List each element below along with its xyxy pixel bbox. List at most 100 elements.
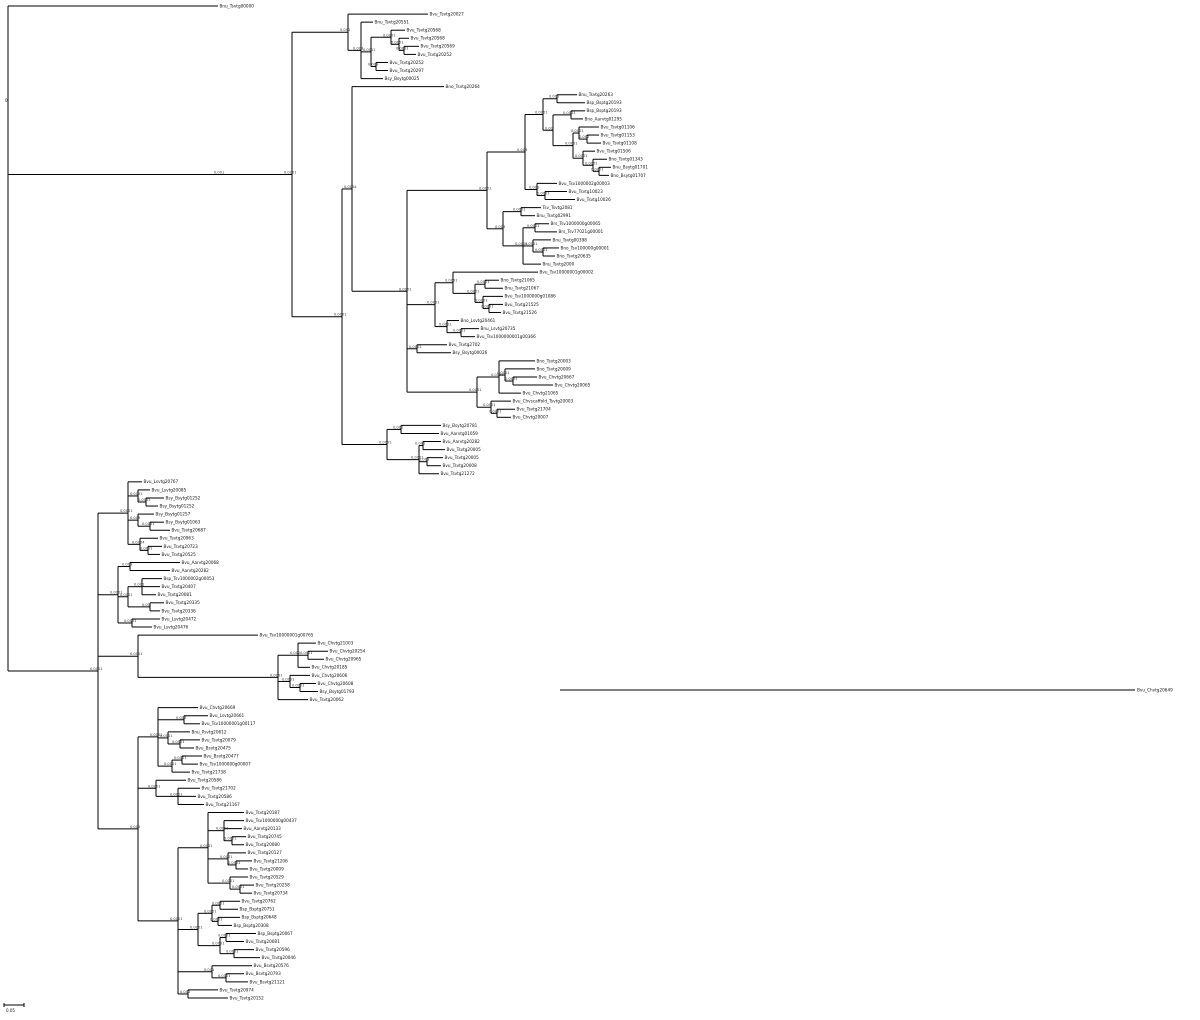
tip-label: Bnu_Tsvtg2000 — [543, 261, 575, 266]
support-value: 0.003 — [495, 225, 505, 229]
tip-label: Bsp_Bsptg20193 — [587, 108, 622, 113]
support-value: 0.0001 — [481, 304, 494, 308]
tip-label: Bvu_Tsvtg20596 — [256, 947, 291, 952]
tip-label: Bnu_Tsvtg20263 — [579, 92, 614, 97]
support-value: 0.0001 — [148, 784, 161, 788]
support-value: 0.0001 — [282, 677, 295, 681]
tip-label: Bvu_Tsvtg20297 — [390, 68, 425, 73]
support-value: 0.002 — [579, 135, 589, 139]
support-value: 0.0001 — [222, 879, 235, 883]
support-value: 0.0001 — [537, 192, 550, 196]
tip-label: Bvu_Chvtg21065 — [523, 391, 559, 396]
tip-label: Bnu_Psvtg20612 — [192, 729, 227, 734]
support-value: 0.009 — [130, 516, 141, 520]
support-value: 0.0001 — [505, 377, 518, 381]
tip-label: Bvu_Tsvtg20005 — [445, 455, 480, 460]
support-value: 0.0001 — [379, 441, 392, 445]
tip-label: Bno_Tsvtg20635 — [557, 253, 592, 258]
tip-label: Bvu_Bsvtg20793 — [246, 971, 282, 976]
support-value: 0.0001 — [220, 855, 233, 859]
support-value: 0.001 — [340, 28, 350, 32]
tip-label: Bvu_Tsvtg20687 — [172, 528, 207, 533]
tip-label: Bvu_Tsvtg20529 — [250, 874, 285, 879]
tip-label: Bsy_Bsytg01257 — [156, 511, 191, 516]
support-value: 0.0001 — [228, 861, 241, 865]
tip-label: Bvu_Tsvtg20187 — [246, 810, 281, 815]
branch-lines — [7, 5, 1135, 999]
tip-label: Bvu_Chvtg20254 — [330, 649, 366, 654]
tip-label: Bno_Bsytg01707 — [611, 173, 647, 178]
tip-label: Bvu_Tsvtg20335 — [166, 600, 201, 605]
tip-label: Bvu_Tsv1000000g01086 — [505, 294, 557, 299]
tip-label: Brs_Tsv77021g00001 — [559, 229, 604, 234]
support-value: 0.0001 — [575, 154, 588, 158]
support-value: 0.0001 — [383, 33, 396, 37]
support-value: 0.01 — [142, 603, 150, 607]
tip-label: Bnu_Lsvtg20735 — [481, 326, 516, 331]
tip-label: Bsy_Bsytg00026 — [453, 350, 488, 355]
support-value: 0.0001 — [477, 280, 490, 284]
support-value: 0.002 — [529, 185, 539, 189]
tip-label: Bvu_Tsvtg20258 — [256, 882, 291, 887]
support-value: 0.0001 — [212, 901, 225, 905]
tip-label: Bvu_Tsvtg20568 — [411, 36, 446, 41]
tip-label: Bvu_Lsvtg20085 — [152, 487, 187, 492]
tip-label: Bsp_Bsptg20648 — [242, 915, 277, 920]
tip-label: Bvu_Lsvtg20661 — [210, 713, 245, 718]
support-value: 0.001 — [134, 583, 144, 587]
tip-label: Bnu_Tsvtg21067 — [505, 286, 540, 291]
support-value: 0.0001 — [525, 242, 538, 246]
support-value: 0.0001 — [439, 323, 452, 327]
support-value: 0.0001 — [212, 942, 225, 946]
tip-label: Bsy_Bsytg01063 — [166, 520, 201, 525]
tip-label: Bvu_Lsvtg20472 — [162, 616, 197, 621]
support-value: 0.0001 — [120, 509, 133, 513]
support-value: 0.0001 — [396, 46, 409, 50]
tip-label: Bvu_Lsvtg20476 — [154, 624, 189, 629]
tip-label: Bvu_Tsvtg20963 — [160, 536, 195, 541]
support-value: 0.0001 — [483, 403, 496, 407]
tip-label: Bvu_Tsvtg01108 — [603, 141, 638, 146]
tip-label: Bvu_Tsvtg20569 — [421, 44, 456, 49]
support-value: 0.0001 — [475, 298, 488, 302]
tip-label: Bvu_Chvtg21003 — [318, 641, 354, 646]
support-value: 0.003 — [419, 458, 429, 462]
tip-label: Bvu_Bsvtg21121 — [250, 979, 286, 984]
support-value: 0.0001 — [399, 287, 412, 291]
support-value: 0.0001 — [585, 161, 598, 165]
tip-label: Bvu_Tsvtg20008 — [443, 463, 478, 468]
tip-label: Bno_Lsvtg20461 — [461, 318, 496, 323]
tip-label: Bsy_Bsytg01252 — [166, 495, 201, 500]
tip-label: Bvu_Tsvtg20586 — [188, 778, 223, 783]
tip-label: Bvu_Chvtg20185 — [312, 665, 348, 670]
support-value: 0.0001 — [489, 409, 502, 413]
support-value: 0.003 — [517, 148, 527, 152]
support-value: 0.0001 — [513, 208, 526, 212]
tip-label: Bvu_Chvtg20606 — [312, 673, 348, 678]
tip-label: Bvu_Tsvtg21738 — [192, 770, 227, 775]
support-value: 0.0001 — [491, 373, 504, 377]
tip-label: Bvu_Tsv10000001g00765 — [260, 632, 314, 637]
tip-label: Bvu_Chvtg20065 — [555, 382, 591, 387]
support-value: 0.0001 — [445, 279, 458, 283]
support-value: 0.0001 — [535, 111, 548, 115]
support-value: 0.0001 — [453, 329, 466, 333]
support-value: 0.003 — [176, 716, 186, 720]
tip-label: Bvu_Chvtg20669 — [200, 705, 236, 710]
support-value: 0.01 — [545, 126, 553, 130]
support-value: 0.0001 — [411, 456, 424, 460]
tip-label: Bvu_Chvscaffold_Tsvtg20003 — [513, 399, 574, 404]
support-value: 0.0001 — [334, 313, 347, 317]
tip-label: Bsy_Bsytg01252 — [160, 503, 195, 508]
tip-label: Bsp_Bsptg20751 — [240, 907, 275, 912]
root-label: 0 — [5, 98, 8, 103]
tip-label: Bvu_Tsvtg10026 — [577, 197, 612, 202]
tip-label: Bvu_Aarvtg20133 — [244, 826, 282, 831]
tip-label: Bvu_Tsvtg21206 — [254, 858, 289, 863]
support-value: 0.002 — [290, 651, 300, 655]
tip-label: Bvu_Lsvtg20767 — [144, 479, 179, 484]
support-value: 0.0001 — [497, 371, 510, 375]
tip-label: Bvu_Tsvtg21525 — [505, 302, 540, 307]
support-value: 0.0001 — [142, 522, 155, 526]
tip-label: Bvu_Tsvtg01506 — [597, 149, 632, 154]
